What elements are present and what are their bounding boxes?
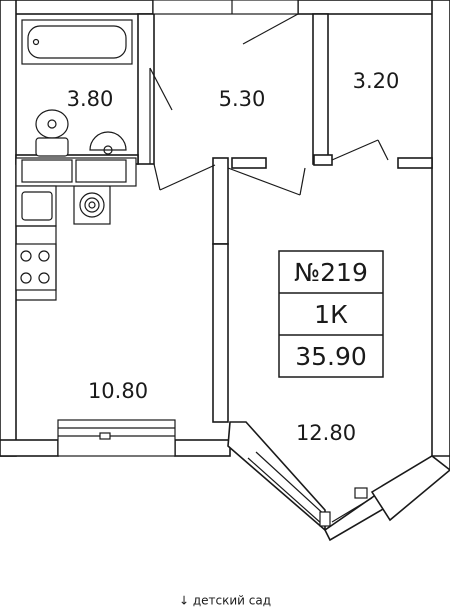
apartment-type: 1К	[314, 300, 348, 329]
bathtub-icon	[21, 19, 133, 65]
storage-door	[331, 139, 389, 161]
kitchen-sink-icon	[15, 185, 57, 227]
entrance-door	[152, 0, 299, 45]
living-area: 12.80	[296, 421, 356, 445]
kitchen-area: 10.80	[88, 379, 148, 403]
sink-icon	[89, 131, 127, 155]
storage-area: 3.20	[353, 69, 400, 93]
balcony-window	[247, 451, 373, 527]
living-door	[227, 167, 306, 196]
kitchen-cabinet-outline	[16, 225, 57, 301]
direction-label: детский сад	[192, 593, 272, 608]
bathroom-door	[149, 67, 173, 164]
direction-note: ↓ детский сад	[0, 593, 450, 608]
washing-machine-icon	[73, 185, 111, 225]
interior-walls	[15, 13, 433, 423]
apartment-info-box: №219 1К 35.90	[278, 250, 384, 378]
stove-icon	[15, 243, 57, 291]
bathroom-area: 3.80	[67, 87, 114, 111]
balcony	[354, 455, 450, 522]
toilet-icon	[35, 109, 69, 157]
arrow-down-icon: ↓	[178, 593, 190, 608]
hall-area: 5.30	[219, 87, 266, 111]
kitchen-counter	[15, 157, 137, 187]
kitchen-window	[57, 419, 176, 457]
apartment-total-area: 35.90	[295, 342, 367, 371]
kitchen-door	[153, 163, 216, 191]
apartment-number: №219	[294, 258, 368, 287]
